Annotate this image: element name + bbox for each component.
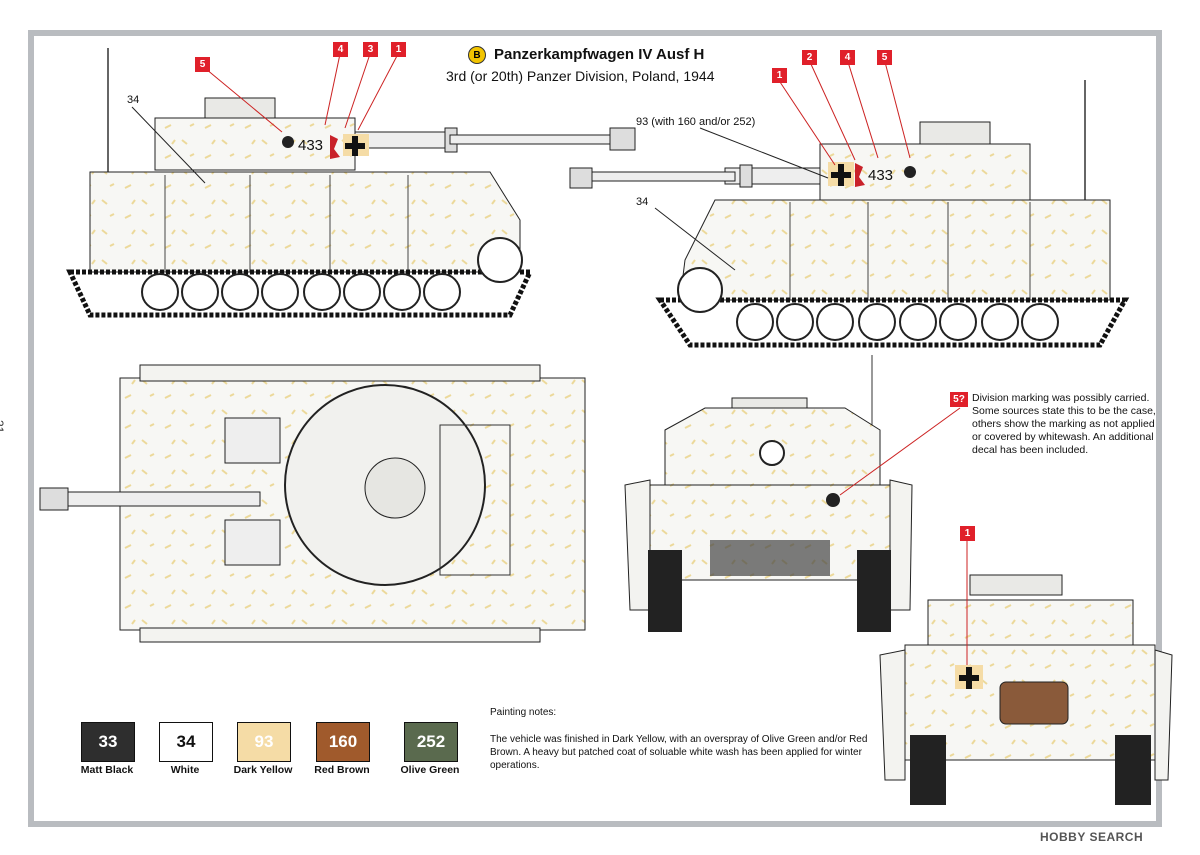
marker-right-5: 5 (877, 50, 892, 65)
page-subtitle: 3rd (or 20th) Panzer Division, Poland, 1… (446, 68, 715, 84)
marker-right-1: 1 (772, 68, 787, 83)
paint-swatch-93: 93 (237, 722, 291, 762)
paint-swatch-160: 160 (316, 722, 370, 762)
marker-right-2: 2 (802, 50, 817, 65)
track-rear-right (1115, 735, 1151, 805)
track-left (66, 269, 534, 318)
marker-right-4: 4 (840, 50, 855, 65)
badge-left (282, 136, 294, 148)
painting-notes-text: The vehicle was finished in Dark Yellow,… (490, 734, 868, 771)
track-front-right (857, 550, 891, 632)
callout-right-93: 93 (with 160 and/or 252) (636, 116, 756, 128)
top-view (39, 364, 586, 643)
marker-left-5: 5 (195, 57, 210, 72)
gun-barrel-left (354, 131, 451, 149)
cupola-right (919, 121, 991, 145)
marker-left-3: 3 (363, 42, 378, 57)
paint-label-red-brown: Red Brown (314, 764, 370, 776)
track-rear-left (910, 735, 946, 805)
scheme-badge: B (468, 46, 486, 64)
division-marking-note: Division marking was possibly carried. S… (972, 392, 1156, 456)
division-emblem-front (826, 493, 840, 507)
paint-swatch-34: 34 (159, 722, 213, 762)
exhaust-muffler (999, 681, 1069, 725)
painting-notes: Painting notes: The vehicle was finished… (490, 706, 870, 772)
callout-right-34: 34 (636, 196, 649, 208)
skirt-armor-right (679, 199, 1111, 301)
turret-number-left: 433 (298, 137, 323, 154)
paint-swatch-252: 252 (404, 722, 458, 762)
rear-view (879, 540, 1173, 805)
division-emblem-right (855, 163, 865, 187)
watermark: HOBBY SEARCH (1040, 830, 1144, 844)
turret-number-right: 433 (868, 167, 893, 184)
balkenkreuz-rear (955, 665, 983, 689)
paint-label-white: White (170, 764, 200, 776)
paint-label-matt-black: Matt Black (80, 764, 134, 776)
front-view (624, 355, 961, 632)
painting-notes-heading: Painting notes: (490, 707, 557, 718)
page-title: Panzerkampfwagen IV Ausf H (494, 46, 705, 63)
track-front-left (648, 550, 682, 632)
division-emblem-left (330, 135, 340, 159)
callout-left-34: 34 (127, 94, 140, 106)
gun-barrel-top (59, 491, 261, 507)
balkenkreuz-left (343, 134, 369, 156)
marker-left-1: 1 (391, 42, 406, 57)
skirt-armor-left (89, 171, 521, 273)
turret-rear (927, 599, 1134, 646)
cupola-top (364, 457, 426, 519)
paint-label-olive-green: Olive Green (400, 764, 460, 776)
marker-front-5q: 5? (950, 392, 968, 407)
turret-left (154, 117, 356, 171)
left-side-view: 433 (66, 48, 636, 318)
turret-right (819, 143, 1031, 201)
right-side-view: 433 (569, 61, 1130, 348)
track-right (655, 297, 1130, 348)
paint-label-dark-yellow: Dark Yellow (233, 764, 293, 776)
cupola-left (204, 97, 276, 119)
balkenkreuz-right (828, 162, 854, 186)
paint-swatch-33: 33 (81, 722, 135, 762)
marker-left-4: 4 (333, 42, 348, 57)
marker-rear-1: 1 (960, 526, 975, 541)
badge-right (904, 166, 916, 178)
